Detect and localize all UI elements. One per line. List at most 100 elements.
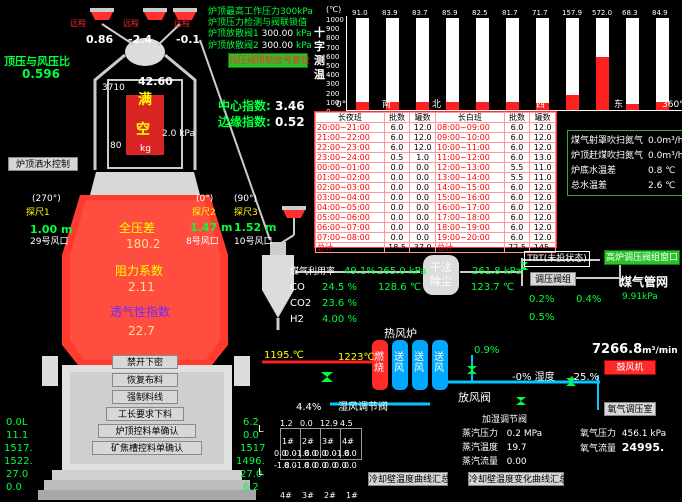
batch-cell: 0.0 xyxy=(409,192,436,203)
batch-cell: 37.0 xyxy=(409,242,436,253)
left-value-4: 1522. xyxy=(4,456,33,467)
force-stockline-button[interactable]: 强制料线 xyxy=(112,390,178,404)
tuyere-bottom-label: 3# xyxy=(302,491,314,500)
batch-cell: 13.0 xyxy=(529,152,556,163)
valve2-value: -2.4 xyxy=(128,33,153,46)
batch-cell: 145. xyxy=(529,242,556,253)
co2-label: CO2 xyxy=(290,298,312,309)
temp-chart-ytick: 200 xyxy=(326,89,340,98)
gas-t1-value: 128.6 ℃ xyxy=(378,282,422,293)
temp-chart-ytick: 100 xyxy=(326,98,340,107)
batch-cell: 09:00~10:00 xyxy=(434,132,505,143)
temp-chart-ytick: 800 xyxy=(326,34,340,43)
valve3-label: 远程 xyxy=(174,19,190,28)
temp-bar-label: 71.7 xyxy=(532,9,548,17)
co-label: CO xyxy=(290,282,305,293)
grid-bot-value: 0.0 xyxy=(324,461,337,470)
batch-cell: 06:00~07:00 xyxy=(315,222,385,233)
batch-cell: 0.0 xyxy=(409,202,436,213)
temp-bar-label: 157.9 xyxy=(562,9,583,17)
humid-valve-icon xyxy=(321,372,333,382)
temp-chart-ytick: 300 xyxy=(326,80,340,89)
foreman-discharge-button[interactable]: 工长要求下料 xyxy=(106,407,184,421)
batch-cell: 0.0 xyxy=(383,202,411,213)
grid-bot-value: 0.0 xyxy=(334,461,347,470)
batch-cell: 12.0 xyxy=(409,132,436,143)
temp-chart-ytick: 600 xyxy=(326,52,340,61)
top-charge-confirm-button[interactable]: 炉顶控料单确认 xyxy=(98,424,196,438)
probe1-value: 1.00 m xyxy=(30,223,73,236)
right-value-1: 6.2 xyxy=(243,417,259,428)
gas-pipe-label: 煤气管网 xyxy=(620,275,669,289)
temp-bar xyxy=(446,18,459,110)
temp-bar xyxy=(356,18,369,110)
humid-valve-label: 湿风调节阀 xyxy=(338,402,388,413)
forbid-open-button[interactable]: 禁开下密 xyxy=(112,355,178,369)
temp-bar xyxy=(596,18,609,110)
batch-cell: 0.0 xyxy=(383,212,411,223)
top-status-line-3: 炉顶放散阀1 300.00 kPa xyxy=(208,29,312,39)
grid-top-value: 1.2 xyxy=(280,419,293,428)
probe1-angle: (270°) xyxy=(32,194,61,204)
bin-charge-confirm-button[interactable]: 矿焦槽控料单确认 xyxy=(92,441,202,455)
batch-cell: 10:00~11:00 xyxy=(434,142,505,153)
batch-cell: 08:00~09:00 xyxy=(434,122,505,133)
batch-cell: 0.0 xyxy=(383,172,411,183)
batch-cell: 6.0 xyxy=(503,132,531,143)
oxygen-room-button[interactable]: 氧气调压室 xyxy=(604,402,656,416)
top-hopper-2-icon xyxy=(143,8,167,20)
grid-mid-value: 0.0 xyxy=(324,449,337,458)
batch-cell: 0.0 xyxy=(409,172,436,183)
left-tag-2: L xyxy=(258,467,264,478)
resistance-label: 阻力系数 xyxy=(115,264,164,278)
gas-t2-value: 123.7 ℃ xyxy=(471,282,515,293)
probe3-name: 探尺3 xyxy=(234,208,258,218)
grid-mid-value: 0.0 xyxy=(284,449,297,458)
full-label: 满 xyxy=(138,92,152,108)
restore-charging-button[interactable]: 恢复布料 xyxy=(112,373,178,387)
batch-cell: 0.0 xyxy=(383,222,411,233)
steam-temp: 蒸汽温度 19.7 xyxy=(462,443,527,453)
gas-p2-value: 261.8 kPa xyxy=(472,266,522,277)
tuyere-bottom-label: 4# xyxy=(280,491,292,500)
valve-group-button[interactable]: 调压阀组 xyxy=(530,272,576,286)
batch-cell: 12.0 xyxy=(529,142,556,153)
batch-cell: 5.5 xyxy=(503,172,531,183)
co-value: 24.5 % xyxy=(322,282,357,293)
batch-cell: 05:00~06:00 xyxy=(315,212,385,223)
batch-cell: 0.0 xyxy=(409,222,436,233)
cooling-curve-button-1[interactable]: 冷却壁温度曲线汇总 xyxy=(368,472,450,486)
batch-cell: 6.0 xyxy=(503,122,531,133)
temp-chart-xlabel: 0° xyxy=(336,100,347,110)
temp-bar xyxy=(476,18,489,110)
trt-status[interactable]: TRT(未投状态) xyxy=(524,251,590,267)
wetness-value-2: -25.% xyxy=(570,372,600,383)
spray-control-button[interactable]: 炉顶洒水控制 xyxy=(8,157,78,171)
temp-bar-label: 81.7 xyxy=(502,9,518,17)
batch-cell: 21:00~22:00 xyxy=(315,132,385,143)
release-valve-label: 放风阀 xyxy=(458,391,491,404)
temp-bar-label: 85.9 xyxy=(442,9,458,17)
info-row-2-value: 0.0m³/h xyxy=(648,151,682,161)
blower-button[interactable]: 鼓风机 xyxy=(604,360,656,375)
batch-cell: 6.0 xyxy=(383,132,411,143)
edge-index: 边缘指数: 0.52 xyxy=(218,115,305,129)
temp-bar-label: 83.9 xyxy=(382,9,398,17)
interlock-reset-button[interactable]: 均压阀限制信号复位 xyxy=(228,53,310,68)
temp-chart-ytick: 700 xyxy=(326,43,340,52)
gas-util-label: 煤气利用率 xyxy=(290,267,336,277)
pressure-valve-window-button[interactable]: 高炉调压阀组窗口 xyxy=(604,250,680,265)
grid-mid-value: -1.8 xyxy=(294,449,310,458)
cooling-curve-button-2[interactable]: 冷却壁温度变化曲线汇总 xyxy=(468,472,568,486)
right-info-panel: 煤气射罩吹扫氮气 0.0m³/h 炉顶赶煤吹扫氮气 0.0m³/h 炉底水温差 … xyxy=(567,130,682,196)
temp-bar-label: 572.0 xyxy=(592,9,613,17)
batch-cell: 6.0 xyxy=(503,152,531,163)
stove-4-status: 送风 xyxy=(434,352,444,374)
grid-mid-value: 0.0 xyxy=(314,449,327,458)
temp-bar-label: 83.7 xyxy=(412,9,428,17)
